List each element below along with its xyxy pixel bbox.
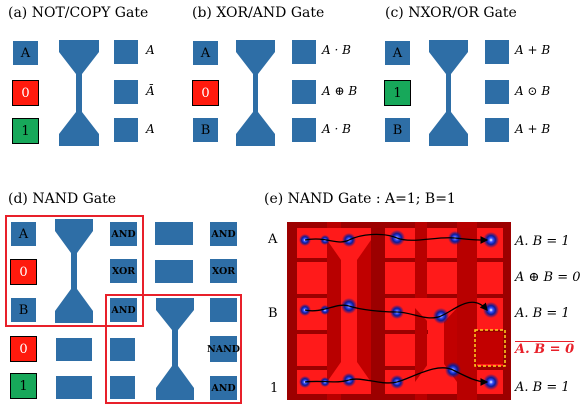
- row-label-b: B: [268, 306, 278, 321]
- e-output-1: A. B = 1: [515, 234, 570, 249]
- input-b-a: A: [193, 41, 218, 65]
- and-block-3: AND: [210, 222, 237, 246]
- nand-label: NAND: [207, 343, 240, 355]
- wire-d-1: [56, 338, 92, 361]
- input-d-1: 1: [10, 373, 37, 399]
- input-c-b-label: B: [392, 122, 403, 138]
- row-label-a: A: [268, 232, 278, 247]
- output-b-label-1: A · B: [322, 43, 351, 57]
- output-b-2: [292, 80, 316, 104]
- output-a-1: [114, 40, 138, 64]
- and-block-1: AND: [110, 222, 137, 246]
- input-b-b: B: [193, 118, 218, 142]
- e-output-2: A ⊕ B = 0: [515, 270, 581, 285]
- row-label-1: 1: [270, 381, 279, 396]
- and-block-2: AND: [110, 298, 137, 322]
- input-d-a-label: A: [18, 226, 29, 242]
- input-b-b-label: B: [200, 122, 211, 138]
- simulation-field: [287, 222, 511, 400]
- xor-block-2: XOR: [210, 259, 237, 283]
- input-c-b: B: [385, 118, 410, 142]
- panel-d-title: (d) NAND Gate: [8, 191, 117, 207]
- output-b-3: [292, 118, 316, 142]
- wire-d-5: [155, 222, 193, 245]
- input-d-a: A: [11, 222, 36, 246]
- output-c-3: [485, 118, 509, 142]
- and-label-1: AND: [111, 228, 136, 240]
- xor-label-1: XOR: [111, 265, 136, 277]
- output-c-1: [485, 40, 509, 64]
- panel-e-title: (e) NAND Gate : A=1; B=1: [264, 191, 456, 207]
- output-a-3: [114, 118, 138, 142]
- output-c-label-1: A + B: [515, 43, 551, 57]
- output-b-1: [292, 40, 316, 64]
- xor-block-1: XOR: [110, 259, 137, 283]
- gate-a-bowtie: [59, 40, 99, 146]
- output-a-2: [114, 80, 138, 104]
- input-b-0-label: 0: [201, 85, 210, 101]
- nand-block: NAND: [207, 336, 240, 362]
- output-b-label-2: A ⊕ B: [322, 84, 358, 98]
- and-block-4: AND: [210, 376, 237, 400]
- xor-label-2: XOR: [211, 265, 236, 277]
- wire-d-6: [155, 260, 193, 283]
- highlight-box-second-gate: [105, 294, 242, 404]
- input-d-b: B: [11, 298, 36, 322]
- gate-c-bowtie: [429, 40, 468, 146]
- input-b-0: 0: [192, 80, 219, 106]
- input-d-0-bottom: 0: [10, 336, 37, 362]
- gate-d1-bowtie: [55, 219, 93, 323]
- wire-d-7: [210, 298, 237, 322]
- panel-a-title: (a) NOT/COPY Gate: [8, 5, 149, 21]
- output-a-label-3: A: [146, 122, 155, 136]
- output-c-label-2: A ⊙ B: [515, 84, 551, 98]
- input-c-a-label: A: [392, 45, 403, 61]
- e-output-4-nand: A. B = 0: [515, 342, 575, 357]
- e-output-5: A. B = 1: [515, 380, 570, 395]
- input-d-0-top-label: 0: [19, 264, 28, 280]
- output-c-label-3: A + B: [515, 122, 551, 136]
- spots-row-5: [299, 362, 499, 390]
- input-0-label: 0: [21, 85, 30, 101]
- wire-d-3: [110, 338, 135, 361]
- output-b-label-3: A · B: [322, 122, 351, 136]
- gate-d2-bowtie: [156, 298, 194, 400]
- output-c-2: [485, 80, 509, 104]
- highlight-box-first-gate: [5, 215, 144, 327]
- input-c-a: A: [385, 41, 410, 65]
- and-label-4: AND: [211, 382, 236, 394]
- input-d-b-label: B: [18, 302, 29, 318]
- input-c-1: 1: [384, 80, 411, 106]
- e-output-3: A. B = 1: [515, 306, 570, 321]
- input-1-label: 1: [21, 123, 30, 139]
- wire-d-2: [56, 376, 92, 399]
- gate-b-bowtie: [236, 40, 275, 146]
- input-a-square: A: [13, 41, 38, 65]
- panel-b-title: (b) XOR/AND Gate: [192, 5, 325, 21]
- output-a-label-1: A: [146, 43, 155, 57]
- input-d-1-label: 1: [19, 378, 28, 394]
- wire-d-4: [110, 376, 135, 399]
- input-a-label: A: [20, 45, 31, 61]
- input-b-a-label: A: [200, 45, 211, 61]
- input-d-0-top: 0: [10, 259, 37, 285]
- input-0-square: 0: [12, 80, 39, 106]
- output-a-label-2: Ā: [146, 84, 155, 98]
- input-1-square: 1: [12, 118, 39, 144]
- input-c-1-label: 1: [393, 85, 402, 101]
- and-label-2: AND: [111, 304, 136, 316]
- and-label-3: AND: [211, 228, 236, 240]
- input-d-0-bottom-label: 0: [19, 341, 28, 357]
- panel-c-title: (c) NXOR/OR Gate: [385, 5, 517, 21]
